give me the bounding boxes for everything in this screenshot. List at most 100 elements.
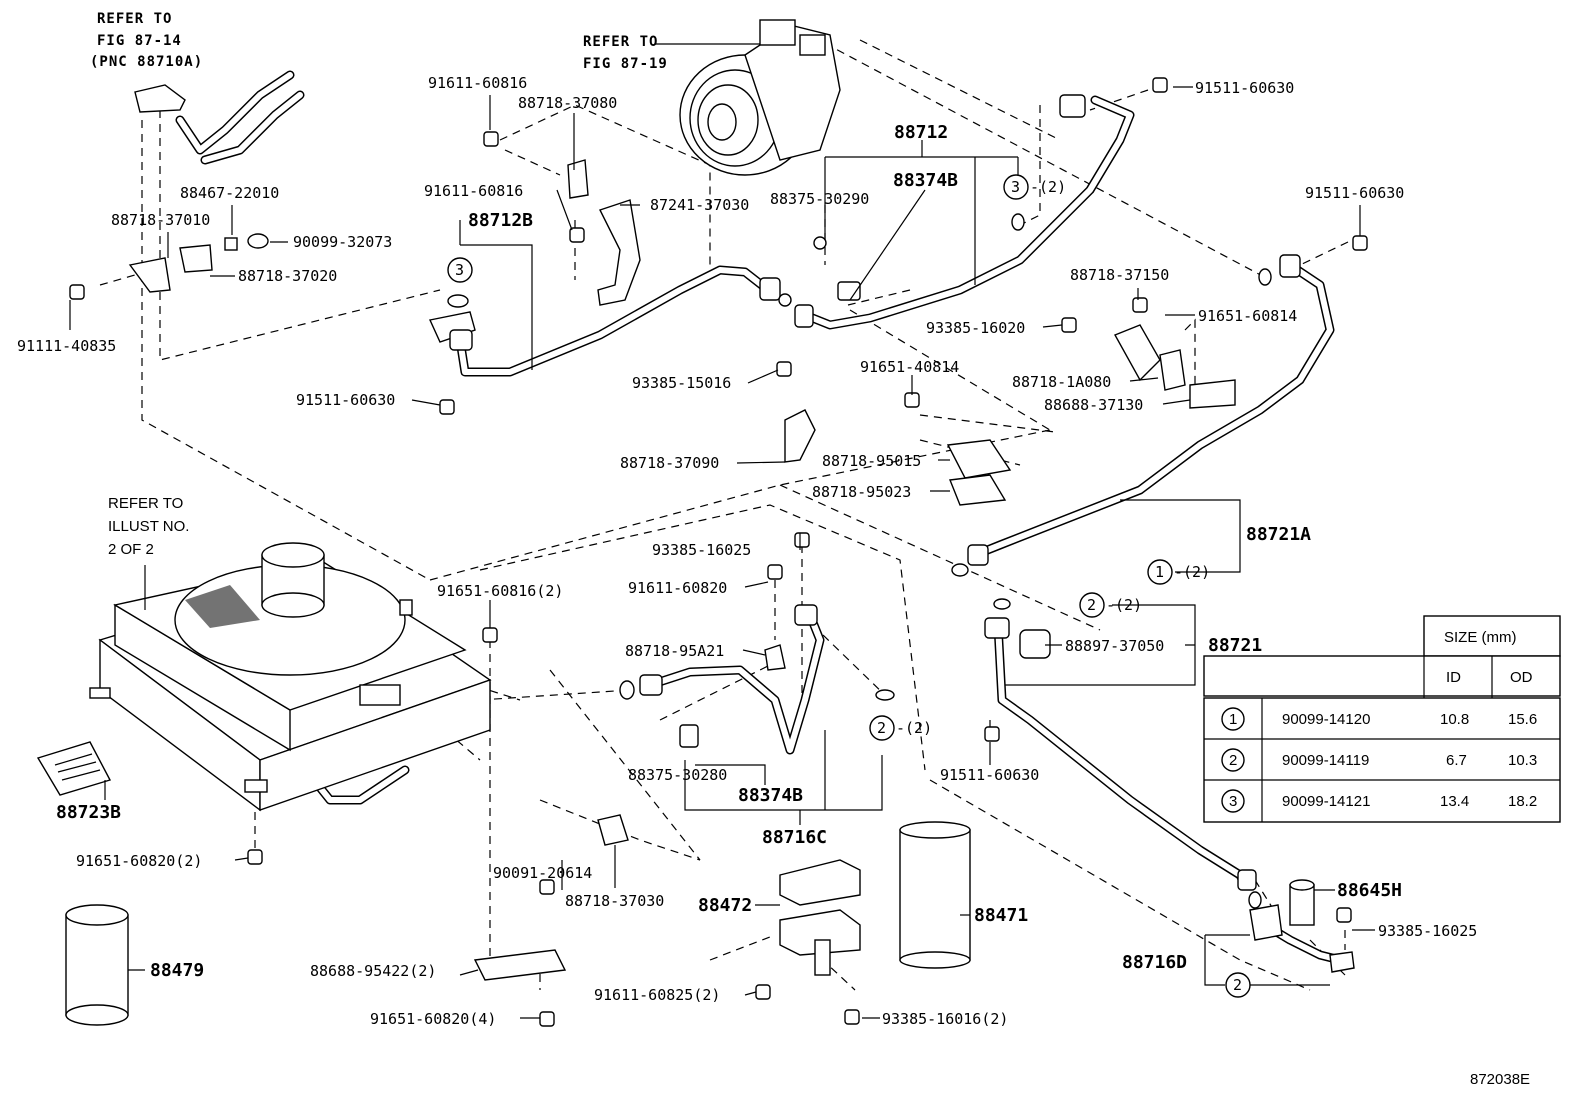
- part-label: 88718-37090: [620, 454, 719, 472]
- part-label: 88718-37020: [238, 267, 337, 285]
- svg-text:3: 3: [1011, 178, 1020, 196]
- row-id: 10.8: [1440, 711, 1469, 728]
- callout-3-left: 3: [447, 257, 473, 283]
- assembly-label: 88723B: [56, 802, 121, 823]
- o-ring-callouts: 3 3 -(2) 1 -(2) 2 -(2) 2 -(2) 2: [447, 174, 1251, 998]
- part-label: 88375-30280: [628, 766, 727, 784]
- part-label: 88718-37150: [1070, 266, 1169, 284]
- size-table-row: 2 90099-14119 6.7 10.3: [1221, 748, 1537, 772]
- refer-note-line: 2 OF 2: [108, 541, 154, 558]
- size-table-header: SIZE (mm): [1444, 629, 1517, 646]
- assembly-label: 88374B: [893, 170, 958, 191]
- part-label: 91511-60630: [296, 391, 395, 409]
- illustration-number: 872038E: [1470, 1071, 1530, 1088]
- part-label: 91611-60825(2): [594, 986, 720, 1004]
- svg-text:-(2): -(2): [896, 719, 932, 737]
- svg-text:2: 2: [1233, 976, 1242, 994]
- part-label: 91511-60630: [1195, 79, 1294, 97]
- part-label: 93385-16025: [1378, 922, 1477, 940]
- refer-note-line: REFER TO: [108, 495, 183, 512]
- assembly-label: 88471: [974, 905, 1028, 926]
- part-label: 91651-40814: [860, 358, 959, 376]
- bolt-icons: [69, 77, 1368, 1027]
- dashed-guide-lines: [99, 29, 1349, 991]
- part-label: 88897-37050: [1065, 637, 1164, 655]
- assembly-label: 88721: [1208, 635, 1262, 656]
- part-label: 90099-32073: [293, 233, 392, 251]
- callout-1: 1 -(2): [1147, 559, 1210, 585]
- size-table-row: 1 90099-14120 10.8 15.6: [1221, 707, 1537, 731]
- row-part: 90099-14120: [1282, 711, 1370, 728]
- size-table-col-id: ID: [1446, 669, 1461, 686]
- refer-note-line: (PNC 88710A): [90, 54, 203, 70]
- row-id: 6.7: [1446, 752, 1467, 769]
- refer-note-line: FIG 87-19: [583, 56, 668, 72]
- row-mark: 1: [1229, 711, 1237, 728]
- assembly-label: 88716D: [1122, 952, 1187, 973]
- callout-2-mid: 2 -(2): [869, 715, 932, 741]
- assembly-label: 88712B: [468, 210, 533, 231]
- svg-text:3: 3: [455, 261, 464, 279]
- callout-3-right: 3 -(2): [1003, 174, 1066, 200]
- refer-note-line: FIG 87-14: [97, 33, 182, 49]
- part-label: 91611-60816: [424, 182, 523, 200]
- part-label: 88718-1A080: [1012, 373, 1111, 391]
- size-table-col-od: OD: [1510, 669, 1533, 686]
- part-label: 91511-60630: [940, 766, 1039, 784]
- size-table-row: 3 90099-14121 13.4 18.2: [1221, 789, 1537, 813]
- part-label: 88718-37030: [565, 892, 664, 910]
- part-label: 91651-60814: [1198, 307, 1297, 325]
- refer-note-top-left: REFER TO FIG 87-14 (PNC 88710A): [90, 11, 203, 70]
- condenser-assembly: [89, 542, 492, 812]
- part-label: 93385-15016: [632, 374, 731, 392]
- part-label: 88688-37130: [1044, 396, 1143, 414]
- part-label: 91651-60820(2): [76, 852, 202, 870]
- assembly-label: 88721A: [1246, 524, 1311, 545]
- part-label: 88718-95A21: [625, 642, 724, 660]
- part-label: 88375-30290: [770, 190, 869, 208]
- assembly-label: 88645H: [1337, 880, 1402, 901]
- part-label: 88467-22010: [180, 184, 279, 202]
- assembly-label: 88479: [150, 960, 204, 981]
- part-label: 91111-40835: [17, 337, 116, 355]
- part-label: 91651-60816(2): [437, 582, 563, 600]
- row-mark: 2: [1229, 752, 1237, 769]
- hose-clamp-top-left: [128, 84, 269, 293]
- row-od: 10.3: [1508, 752, 1537, 769]
- part-label: 93385-16025: [652, 541, 751, 559]
- part-label: 88718-37080: [518, 94, 617, 112]
- compressor: [679, 19, 841, 176]
- row-mark: 3: [1229, 793, 1237, 810]
- refer-note-condenser: REFER TO ILLUST NO. 2 OF 2: [108, 495, 189, 558]
- callout-2-bottom: 2: [1225, 972, 1251, 998]
- part-label: 91511-60630: [1305, 184, 1404, 202]
- part-label: 88688-95422(2): [310, 962, 436, 980]
- part-label: 91611-60820: [628, 579, 727, 597]
- part-label: 87241-37030: [650, 196, 749, 214]
- refer-note-line: REFER TO: [97, 11, 172, 27]
- label-plate: [36, 741, 112, 796]
- drier-bracket: [779, 859, 861, 976]
- part-label: 90091-20614: [493, 864, 592, 882]
- assembly-label: 88472: [698, 895, 752, 916]
- refer-note-compressor: REFER TO FIG 87-19: [583, 34, 668, 72]
- svg-text:2: 2: [1087, 596, 1096, 614]
- row-part: 90099-14121: [1282, 793, 1370, 810]
- assembly-label: 88716C: [762, 827, 827, 848]
- assembly-labels: 88712 88374B 88712B 88721A 88721 88374B …: [56, 122, 1402, 981]
- svg-text:1: 1: [1155, 563, 1164, 581]
- service-cap: [1019, 629, 1051, 659]
- row-id: 13.4: [1440, 793, 1469, 810]
- leader-lines: [69, 43, 1375, 1019]
- row-od: 18.2: [1508, 793, 1537, 810]
- refer-note-line: ILLUST NO.: [108, 518, 189, 535]
- hose-fittings: [447, 94, 1301, 909]
- part-number-labels: 88467-22010 88718-37010 90099-32073 8871…: [17, 74, 1477, 1028]
- part-label: 88718-37010: [111, 211, 210, 229]
- o-ring-size-table: SIZE (mm) ID OD 1 90099-14120 10.8 15.6 …: [1203, 615, 1561, 823]
- callout-2-top: 2 -(2): [1079, 592, 1142, 618]
- svg-text:2: 2: [877, 719, 886, 737]
- receiver-drier: [899, 821, 971, 969]
- svg-text:-(2): -(2): [1106, 596, 1142, 614]
